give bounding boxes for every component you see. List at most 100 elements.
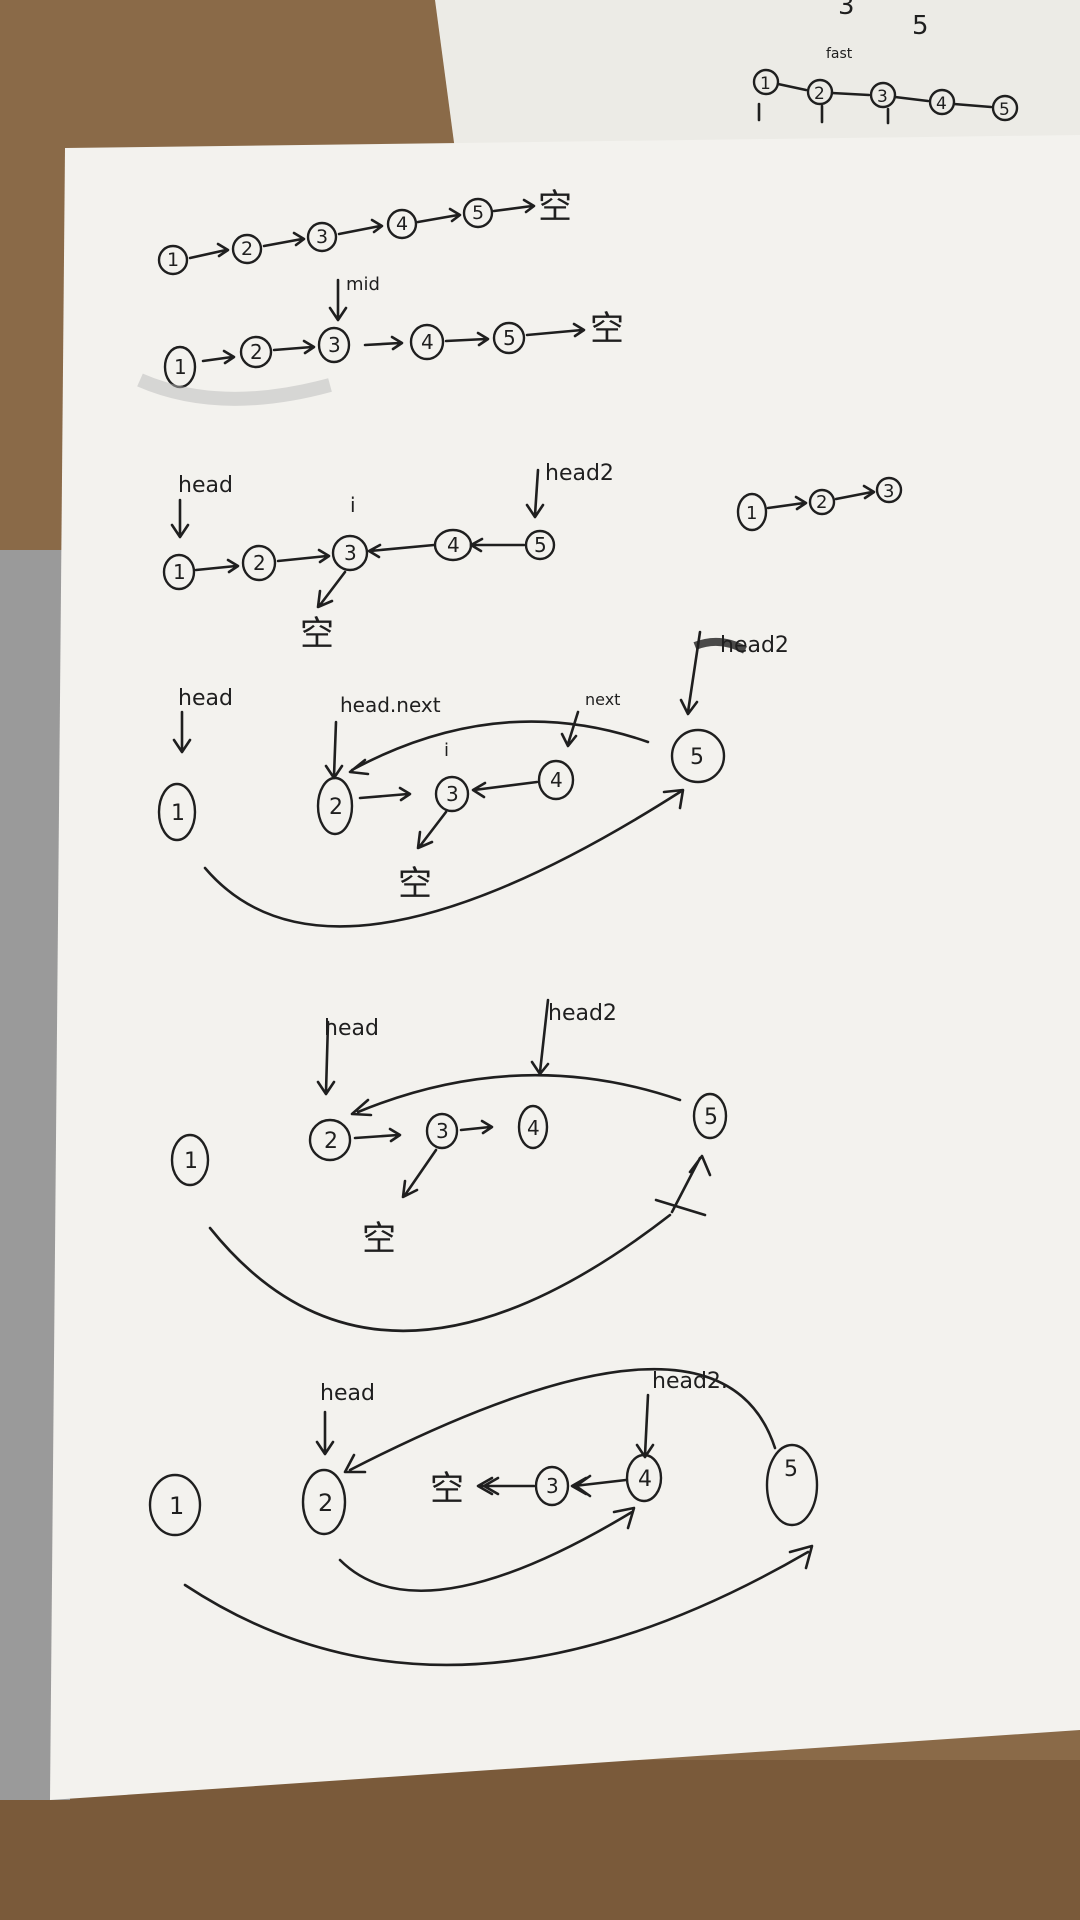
row2-node-5 [492, 321, 526, 355]
row2-node-4-label: 4 [421, 330, 434, 354]
row4-node-4-label: 4 [550, 768, 563, 792]
row3-side-arrows [766, 484, 876, 511]
row3-node-2 [241, 544, 277, 582]
row6-node-2-label: 2 [318, 1489, 333, 1517]
row4-head-arrow [172, 710, 192, 754]
row1-node-5-label: 5 [472, 202, 484, 224]
row4-node-5 [670, 728, 726, 784]
row4-end-label: 空 [398, 864, 432, 904]
row3-node-5 [524, 529, 556, 561]
row4-head-next-label: head.next [340, 693, 441, 717]
back-digit-1: 3 [838, 0, 855, 21]
row5-node-2 [308, 1118, 352, 1162]
row3-node-2-label: 2 [253, 551, 266, 575]
row2-node-1-label: 1 [174, 355, 187, 379]
row2-node-2-label: 2 [250, 340, 263, 364]
row2-diagram: 1 2 3 4 5 空 mid [137, 274, 624, 406]
row1-node-4-label: 4 [396, 213, 408, 235]
row3-end-label: 空 [300, 614, 334, 654]
back-sheet-content: 3 5 fast 1 2 3 4 5 [752, 0, 1019, 125]
row1-diagram: 1 2 3 4 5 空 [157, 187, 572, 276]
row3-node-3 [331, 534, 369, 572]
row1-node-1 [157, 244, 189, 276]
back-node-4-label: 4 [936, 94, 947, 114]
row3-node-1 [162, 553, 196, 591]
row5-end-label: 空 [362, 1219, 396, 1259]
row5-node-3 [425, 1112, 459, 1150]
row6-end-label: 空 [430, 1469, 464, 1509]
back-node-3-label: 3 [877, 87, 888, 107]
row3-i-label: i [350, 493, 356, 517]
row6-node-4 [625, 1453, 663, 1503]
row2-node-5-label: 5 [503, 326, 516, 350]
row3-side-node-3-label: 3 [883, 481, 894, 502]
row1-node-3-label: 3 [316, 226, 328, 248]
row2-end-label: 空 [590, 309, 624, 349]
row5-null-arrow [401, 1148, 438, 1199]
row5-head-label: head [324, 1016, 379, 1041]
row2-node-2 [239, 335, 273, 369]
row4-node-4 [537, 759, 575, 801]
row2-smudge [137, 373, 332, 406]
row1-node-2 [231, 233, 263, 265]
row4-node-5-label: 5 [690, 745, 704, 770]
row4-node-2-label: 2 [329, 795, 343, 820]
row2-mid-label: mid [346, 274, 380, 295]
row3-arrows [194, 537, 526, 574]
row5-head2-label: head2 [548, 1001, 617, 1026]
row4-null-arrow [416, 810, 448, 850]
row3-diagram: head head2 i 1 2 3 4 5 空 1 2 3 [162, 461, 903, 654]
row6-five-to-two [343, 1367, 777, 1474]
back-node-3 [869, 81, 897, 109]
back-up-arrows [757, 102, 890, 125]
row6-node-4-label: 4 [638, 1467, 652, 1492]
back-digit-2: 5 [912, 11, 929, 41]
row3-head2-label: head2 [545, 461, 614, 486]
row3-side-node-1 [736, 492, 768, 532]
row6-node-3-label: 3 [546, 1474, 559, 1498]
row5-one-to-five [208, 1154, 712, 1333]
row3-node-5-label: 5 [534, 533, 547, 557]
row3-node-3-label: 3 [344, 541, 357, 565]
row3-side-node-2-label: 2 [816, 492, 827, 513]
row3-node-1-label: 1 [173, 560, 186, 584]
row1-node-3 [306, 221, 338, 253]
row4-one-to-five [203, 788, 685, 928]
row2-node-3 [317, 326, 351, 364]
row5-diagram: head head2 1 2 3 4 5 空 [170, 998, 728, 1333]
row5-five-to-two [350, 1073, 682, 1117]
row5-node-2-label: 2 [324, 1129, 338, 1154]
row4-node-3 [434, 775, 470, 813]
row4-head-label: head [178, 686, 233, 711]
row4-node-2 [316, 776, 354, 836]
row3-null-arrow [316, 570, 347, 609]
back-node-5 [991, 94, 1019, 122]
row2-arrows [201, 322, 586, 365]
back-node-5-label: 5 [999, 100, 1010, 120]
row6-node-2 [301, 1468, 347, 1536]
row3-head-label: head [178, 473, 233, 498]
row6-back-arrows [476, 1474, 628, 1498]
row5-node-1-label: 1 [184, 1149, 198, 1174]
row6-one-to-five [183, 1544, 814, 1667]
row4-five-to-two [348, 720, 650, 776]
row1-arrows [188, 198, 536, 260]
row1-node-5 [462, 197, 494, 229]
row5-node-5-label: 5 [704, 1105, 718, 1130]
back-arrows [776, 82, 993, 109]
row3-side-node-2 [808, 488, 836, 516]
row4-node-1 [157, 782, 197, 842]
row4-forward-arrows [358, 780, 539, 802]
row6-node-1-label: 1 [169, 1492, 184, 1520]
row6-node-3 [534, 1465, 570, 1507]
row4-node-3-label: 3 [446, 782, 459, 806]
main-paper [50, 135, 1080, 1800]
back-fast-label: fast [826, 46, 853, 62]
row5-node-4 [517, 1104, 549, 1150]
row6-node-5-label: 5 [784, 1457, 798, 1482]
row2-mid-arrow [328, 278, 348, 322]
row1-node-2-label: 2 [241, 238, 253, 260]
row5-head-arrow [316, 1020, 336, 1096]
row4-head2-arrow [679, 630, 702, 716]
